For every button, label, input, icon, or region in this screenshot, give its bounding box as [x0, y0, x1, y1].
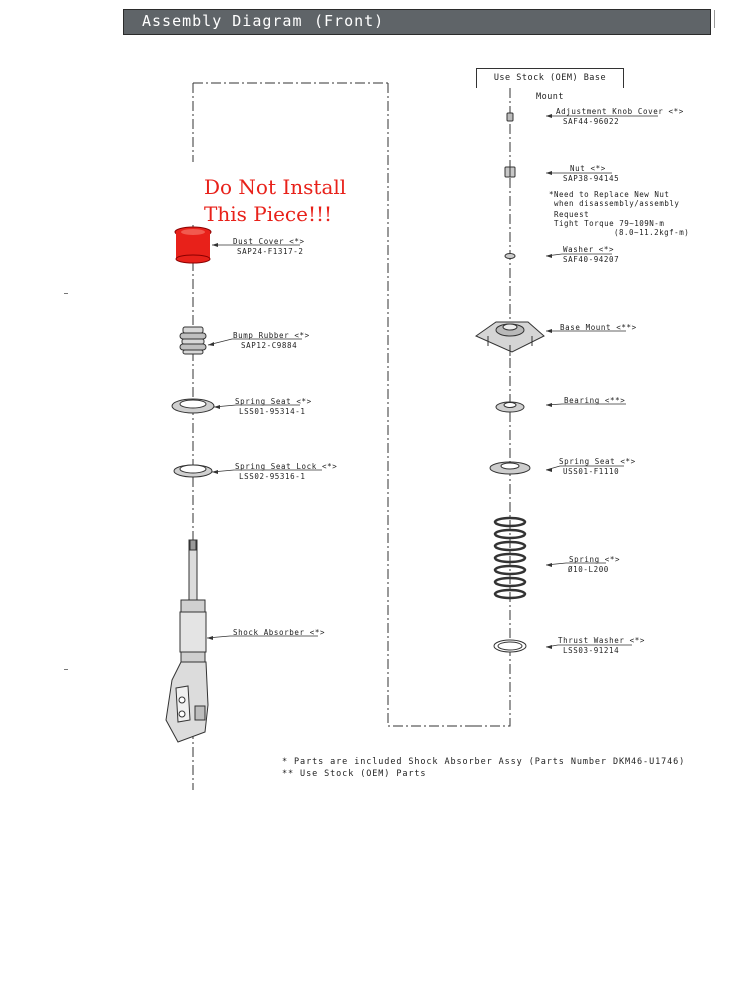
shock-absorber-part — [165, 539, 209, 743]
bearing-part — [495, 401, 525, 413]
left-leaders — [206, 244, 322, 639]
part-label: Spring <*> — [569, 555, 621, 564]
stock-base-mount-box: Use Stock (OEM) Base Mount — [476, 68, 624, 102]
nut-note-line: Tight Torque 79~109N-m — [554, 219, 665, 228]
part-label: Adjustment Knob Cover <*> — [556, 107, 684, 116]
part-label: Bump Rubber <*> — [233, 331, 310, 340]
part-number: SAP12-C9884 — [241, 341, 298, 350]
bump-rubber-part — [179, 326, 207, 355]
adjustment-knob-cover-part — [506, 112, 514, 122]
speck — [64, 293, 68, 294]
part-label: Bearing <**> — [564, 396, 626, 405]
part-label: Base Mount <**> — [560, 323, 637, 332]
right-arrows — [546, 114, 552, 649]
part-number: SAF44-96022 — [563, 117, 620, 126]
spring-seat-left-part — [171, 398, 215, 414]
part-number: LSS02-95316-1 — [239, 472, 306, 481]
nut-note-line: Request — [554, 210, 590, 219]
nut-note-line: *Need to Replace New Nut — [549, 190, 670, 199]
base-mount-part — [474, 321, 545, 356]
part-number: SAP24-F1317-2 — [237, 247, 304, 256]
washer-part — [504, 253, 516, 259]
corner-mark — [714, 10, 721, 28]
speck — [64, 669, 68, 670]
do-not-install-warning: Do Not Install This Piece!!! — [204, 174, 346, 228]
warning-line-1: Do Not Install — [204, 175, 347, 199]
nut-note-line: (8.0~11.2kgf-m) — [614, 228, 690, 237]
right-axis-dashed — [473, 88, 511, 727]
diagram-header: Assembly Diagram (Front) — [123, 9, 711, 35]
part-label: Spring Seat <*> — [559, 457, 636, 466]
part-label: Spring Seat Lock <*> — [235, 462, 338, 471]
spring-seat-right-part — [489, 461, 531, 475]
nut-part — [504, 166, 516, 178]
part-label: Washer <*> — [563, 245, 615, 254]
footnote-line: * Parts are included Shock Absorber Assy… — [282, 757, 686, 767]
frame-right-dashed — [387, 83, 473, 727]
footnote-line: ** Use Stock (OEM) Parts — [282, 769, 427, 779]
spring-seat-lock-part — [173, 464, 213, 478]
part-number: SAF40-94207 — [563, 255, 620, 264]
part-label: Nut <*> — [570, 164, 606, 173]
nut-note-line: when disassembly/assembly — [554, 199, 680, 208]
part-number: Ø10-L200 — [568, 565, 609, 574]
warning-line-2: This Piece!!! — [204, 202, 333, 226]
part-label: Shock Absorber <*> — [233, 628, 326, 637]
dust-cover-part — [174, 226, 212, 264]
thrust-washer-part — [493, 639, 527, 653]
part-label: Thrust Washer <*> — [558, 636, 645, 645]
part-label: Spring Seat <*> — [235, 397, 312, 406]
part-label: Dust Cover <*> — [233, 237, 305, 246]
part-number: USS01-F1110 — [563, 467, 620, 476]
header-title: Assembly Diagram — [142, 12, 303, 30]
spring-part — [493, 516, 527, 600]
left-arrows — [207, 243, 220, 640]
part-number: LSS03-91214 — [563, 646, 620, 655]
part-number: LSS01-95314-1 — [239, 407, 306, 416]
header-subtitle: (Front) — [314, 12, 385, 30]
part-number: SAP38-94145 — [563, 174, 620, 183]
